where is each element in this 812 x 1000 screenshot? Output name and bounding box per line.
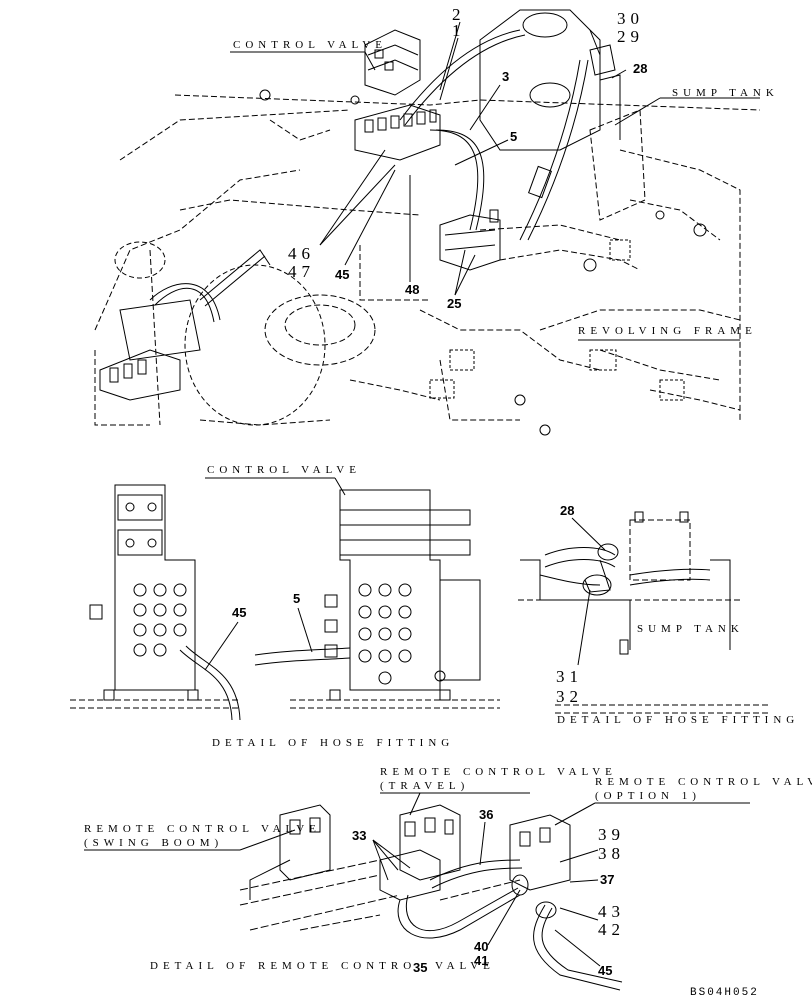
drawing-code: BS04H052 (690, 987, 759, 999)
part-number-30: 30 (617, 9, 644, 28)
part-number-5-detail: 5 (293, 591, 301, 606)
part-number-39: 39 (598, 825, 625, 844)
label-control-valve-top: CONTROL VALVE (233, 39, 387, 51)
top-view-drawing (94, 9, 761, 436)
part-number-42: 42 (598, 920, 625, 939)
label-sump-tank-detail: SUMP TANK (637, 623, 744, 635)
part-number-28-top: 28 (633, 61, 648, 76)
detail-hose-fitting-left-drawing (70, 477, 500, 721)
part-number-2: 2 (452, 5, 466, 24)
label-rcv-option-2: (OPTION 1) (595, 790, 701, 802)
part-number-37: 37 (600, 872, 615, 887)
label-sump-tank-top: SUMP TANK (672, 87, 779, 99)
label-rcv-option-1: REMOTE CONTROL VALVE (595, 776, 812, 788)
title-detail-remote-control-valve: DETAIL OF REMOTE CONTROL VALVE (150, 960, 495, 972)
title-detail-hose-fitting-left: DETAIL OF HOSE FITTING (212, 737, 455, 749)
part-number-32: 32 (556, 687, 583, 706)
part-number-1: 1 (452, 21, 466, 40)
part-number-45-detail: 45 (232, 605, 247, 620)
part-number-41: 41 (474, 953, 489, 968)
part-number-3: 3 (502, 69, 510, 84)
detail-remote-control-valve-drawing (84, 792, 750, 991)
part-number-33: 33 (352, 828, 367, 843)
label-revolving-frame: REVOLVING FRAME (578, 325, 757, 337)
detail-hose-fitting-right-drawing (518, 511, 770, 714)
label-rcv-swing-2: (SWING BOOM) (84, 837, 224, 849)
part-number-40: 40 (474, 939, 489, 954)
label-rcv-travel-2: (TRAVEL) (380, 780, 470, 792)
label-control-valve-detail: CONTROL VALVE (207, 464, 361, 476)
part-number-47: 47 (288, 262, 315, 281)
part-number-46: 46 (288, 244, 315, 263)
part-number-45-rcv: 45 (598, 963, 613, 978)
label-rcv-swing-1: REMOTE CONTROL VALVE (84, 823, 321, 835)
label-rcv-travel-1: REMOTE CONTROL VALVE (380, 766, 617, 778)
part-number-35: 35 (412, 960, 429, 975)
part-number-38: 38 (598, 844, 625, 863)
part-number-43: 43 (598, 902, 625, 921)
part-number-48: 48 (405, 282, 420, 297)
part-number-31: 31 (556, 667, 583, 686)
part-number-28-detail: 28 (560, 503, 575, 518)
part-number-5-top: 5 (510, 129, 518, 144)
part-number-25: 25 (447, 296, 462, 311)
title-detail-hose-fitting-right: DETAIL OF HOSE FITTING (557, 714, 800, 726)
part-number-29: 29 (617, 27, 644, 46)
part-number-45-top: 45 (335, 267, 350, 282)
part-number-36: 36 (479, 807, 494, 822)
